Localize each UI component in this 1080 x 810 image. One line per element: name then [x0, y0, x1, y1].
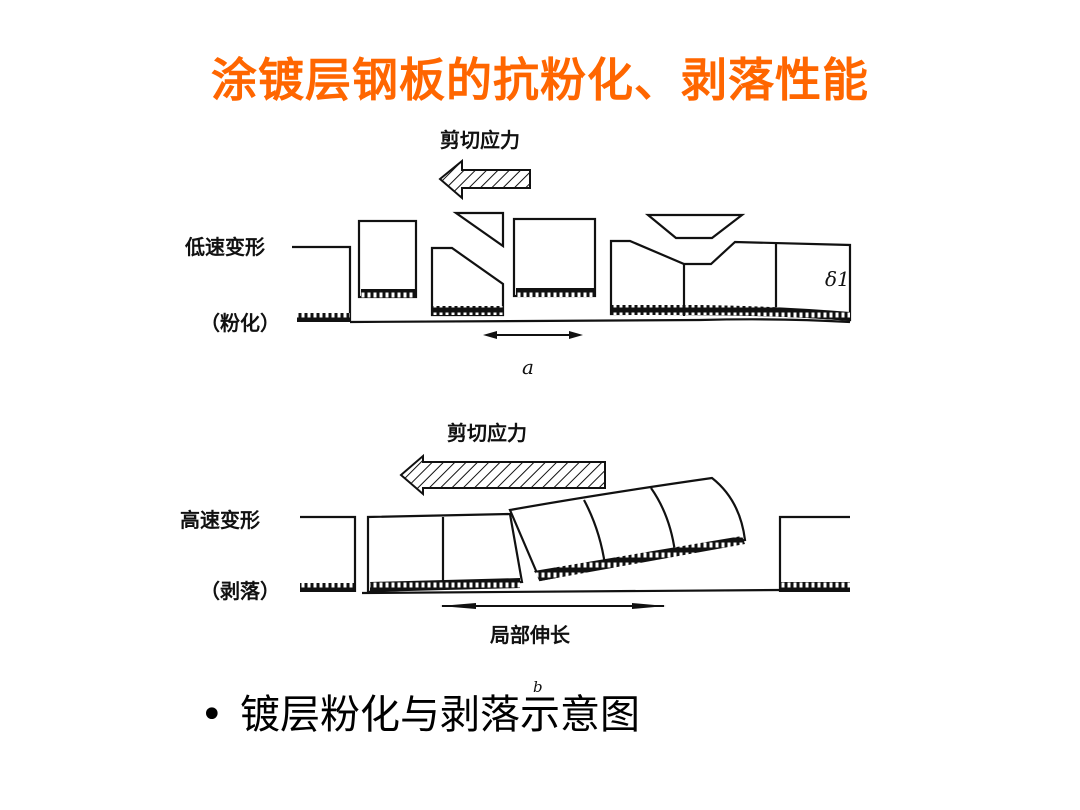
coating-strip — [432, 306, 503, 315]
crack-line — [650, 487, 677, 553]
bullet-text: 镀层粉化与剥落示意图 — [240, 692, 640, 738]
local-elongation-label: 局部伸长 — [489, 623, 571, 647]
powdering-label: （粉化） — [200, 311, 280, 335]
shear-stress-label-b: 剪切应力 — [447, 421, 527, 445]
delta-label: δ1 — [825, 267, 850, 291]
double-arrow-a-icon — [483, 331, 583, 339]
shear-arrow-b-icon — [399, 453, 606, 497]
coating-strip — [370, 578, 520, 592]
coating-strip — [361, 289, 415, 298]
coating-strip — [534, 536, 745, 581]
powder-fragment — [644, 213, 746, 240]
crack-line — [583, 499, 607, 566]
diagram-a: 剪切应力 低速变形 （粉化） δ1 a — [184, 128, 852, 379]
powder-fragment — [452, 211, 505, 249]
base-line-b — [361, 588, 781, 595]
slide-title: 涂镀层钢板的抗粉化、剥落性能 — [211, 53, 869, 107]
diagram-b: 剪切应力 高速变形 （剥落） 局部伸长 b — [180, 421, 850, 696]
detached-block — [357, 219, 418, 299]
coating-strip — [611, 305, 850, 321]
caption-b: b — [533, 678, 543, 696]
coating-strip — [300, 583, 355, 592]
coating-strip — [780, 582, 850, 592]
peeling-coating — [508, 476, 747, 582]
substrate-left-a — [292, 245, 352, 322]
substrate-left-b — [300, 515, 357, 592]
bullet-marker: • — [200, 692, 224, 738]
base-line-a — [349, 318, 851, 324]
double-arrow-b-icon — [440, 603, 666, 609]
bullet-item: • 镀层粉化与剥落示意图 — [200, 682, 640, 740]
shear-stress-label-a: 剪切应力 — [440, 128, 520, 152]
sheared-block — [430, 246, 505, 317]
substrate-right-b — [778, 515, 850, 592]
coating-strip — [516, 288, 594, 297]
caption-a: a — [522, 355, 534, 379]
peeling-label: （剥落） — [200, 579, 280, 603]
coating-strip — [297, 313, 350, 322]
low-speed-label: 低速变形 — [184, 235, 265, 259]
shear-arrow-a-icon — [438, 158, 531, 201]
high-speed-label: 高速变形 — [180, 508, 260, 532]
detached-block — [512, 217, 597, 298]
